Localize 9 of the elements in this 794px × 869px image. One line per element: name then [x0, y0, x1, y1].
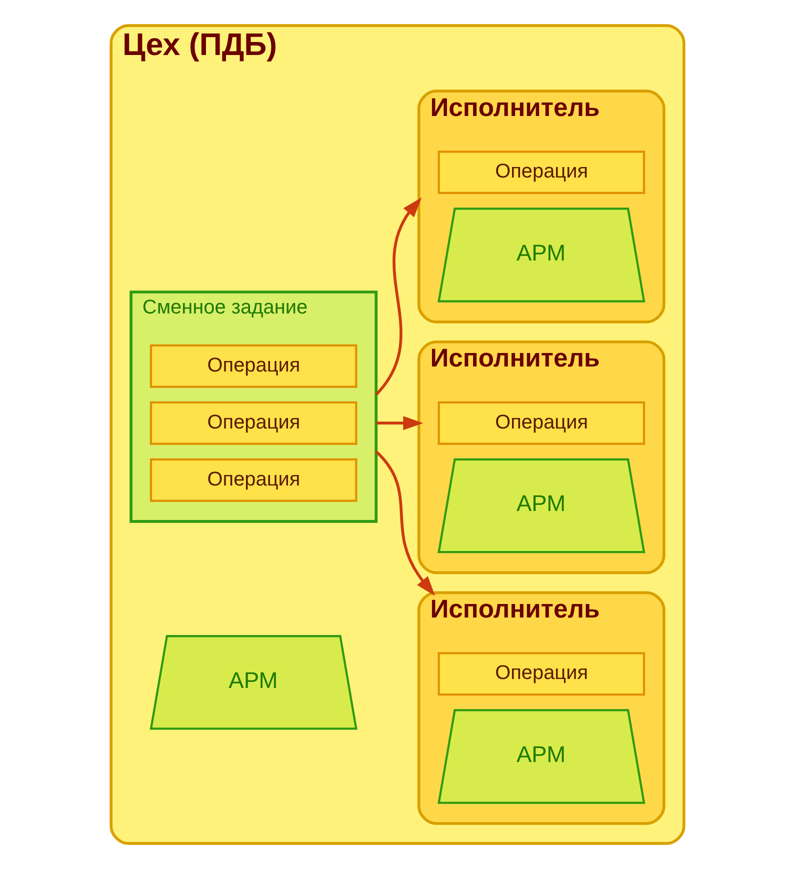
arrow	[376, 416, 423, 430]
node-box: Операция	[437, 150, 645, 194]
node-box: Операция	[149, 344, 357, 388]
arrow	[374, 450, 435, 596]
node-box: Операция	[437, 401, 645, 445]
node-box: Операция	[437, 652, 645, 696]
node-box: Операция	[149, 401, 357, 445]
node-box: Операция	[149, 458, 357, 502]
arrow	[374, 198, 422, 396]
